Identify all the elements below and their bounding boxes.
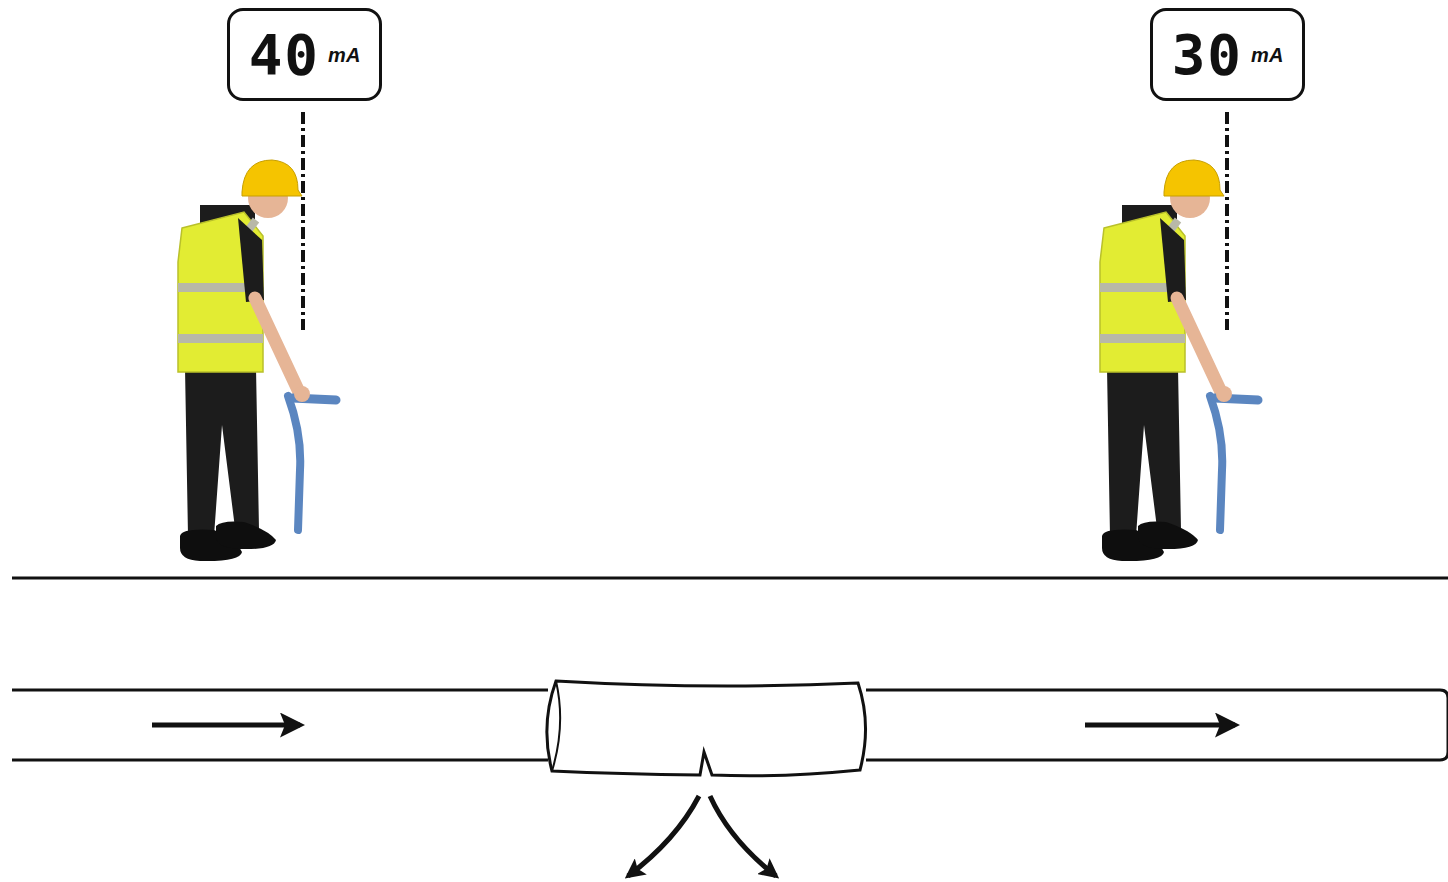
current-reading: 30 [1172,27,1243,83]
current-arrow [152,723,300,728]
leak-arrow [628,796,699,876]
worker-figure [178,160,336,561]
worker-figure [1100,160,1258,561]
sleeve-edge [552,681,560,771]
leak-arrow [710,796,776,876]
ground-line [12,577,1448,580]
leader-line [301,112,305,330]
leader-line [1225,112,1229,330]
meter-display: 30 mA [1150,8,1305,101]
meter-display: 40 mA [227,8,382,101]
pipe [12,690,548,760]
damaged-pipe-section [547,681,866,776]
current-arrow [1085,723,1235,728]
pipe [866,690,1448,760]
unit-label: mA [1251,45,1283,65]
current-reading: 40 [249,27,320,83]
unit-label: mA [328,45,360,65]
